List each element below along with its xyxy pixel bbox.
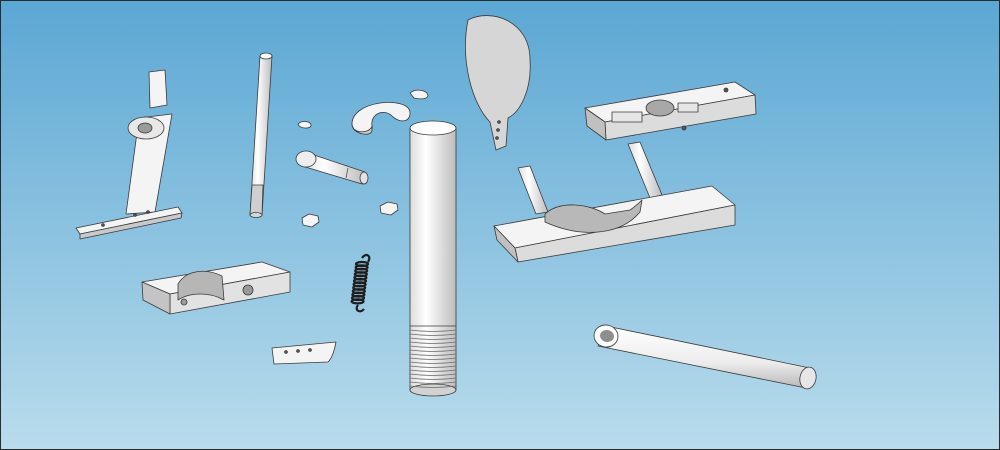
tension-spring[interactable]	[350, 253, 371, 313]
thread-line	[409, 345, 457, 348]
thin-pin-rod[interactable]	[249, 52, 273, 218]
curved-plate[interactable]	[271, 341, 337, 365]
split-ring-clip[interactable]	[351, 102, 411, 135]
thread-line	[409, 333, 457, 336]
thread-line	[409, 337, 457, 340]
saddle-block[interactable]	[141, 261, 291, 315]
spring-coil	[350, 298, 365, 305]
thread-line	[409, 373, 457, 376]
small-clip[interactable]	[409, 89, 429, 100]
clevis-pin[interactable]	[295, 150, 369, 185]
thread-line	[409, 377, 457, 380]
spring-hook	[355, 304, 365, 313]
upper-clamp-block[interactable]	[584, 81, 757, 141]
thread-line	[409, 329, 457, 332]
t-bracket-shaft[interactable]	[75, 69, 183, 240]
thread-line	[409, 385, 457, 388]
hollow-tube[interactable]	[592, 323, 818, 391]
paddle-plate[interactable]	[465, 15, 531, 151]
thread-line	[409, 341, 457, 344]
lower-clamp-block[interactable]	[493, 141, 736, 263]
thread-line	[409, 365, 457, 368]
thread-line	[409, 349, 457, 352]
thread-line	[409, 361, 457, 364]
small-washer-clip[interactable]	[297, 121, 312, 129]
hex-nuts[interactable]	[301, 201, 399, 228]
spring-hook	[361, 253, 371, 263]
thread-line	[409, 381, 457, 384]
threaded-shaft[interactable]	[409, 120, 457, 397]
thread-line	[409, 369, 457, 372]
thread-line	[409, 353, 457, 356]
thread-line	[409, 357, 457, 360]
